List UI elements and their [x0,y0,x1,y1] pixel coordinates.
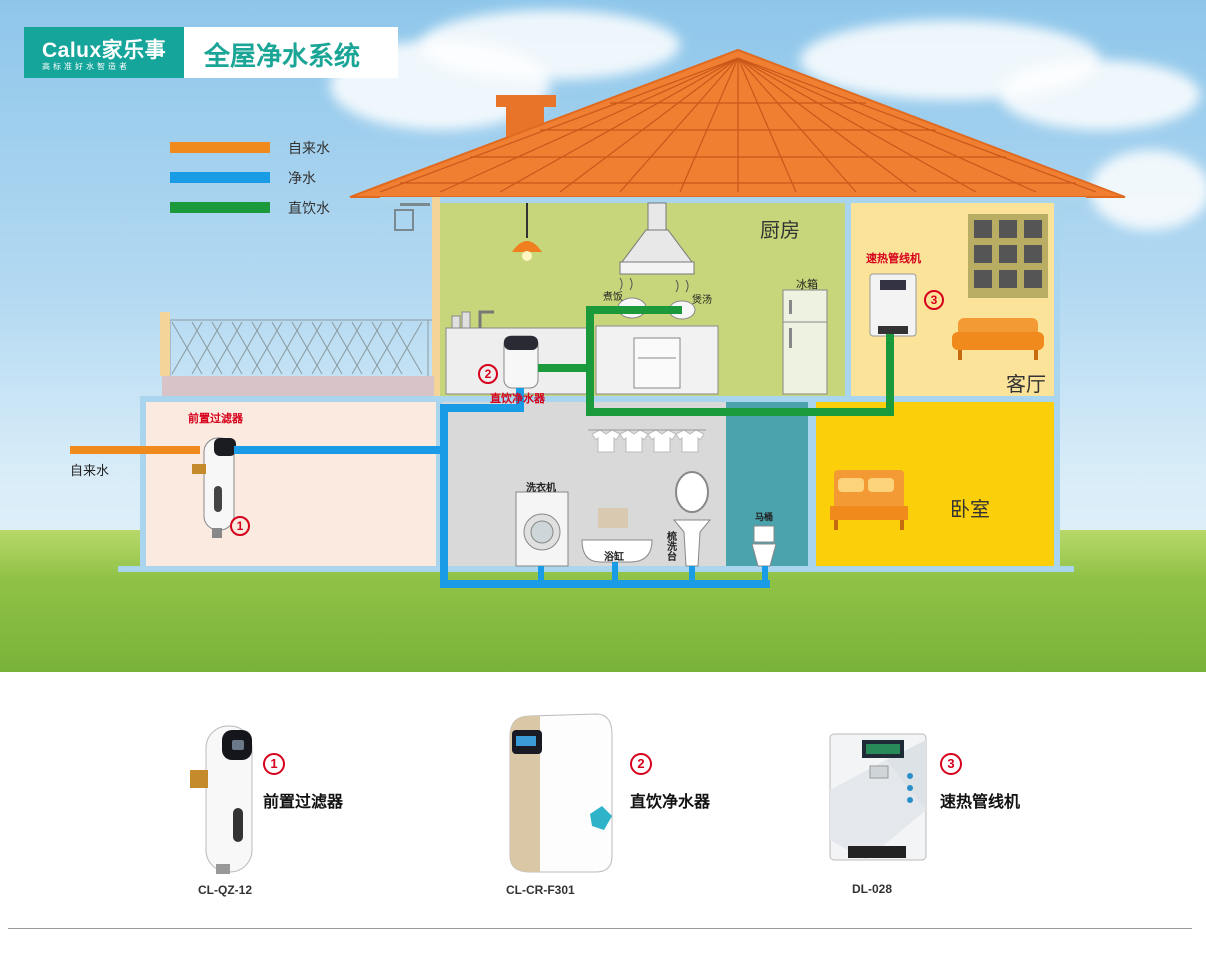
label-fridge: 冰箱 [796,278,818,291]
label-pre-filter: 前置过滤器 [188,412,243,425]
product-name-pre-filter: 前置过滤器 [263,792,344,811]
drinking-water-pipe [586,306,594,416]
heater-image [829,733,927,861]
product-name-heater: 速热管线机 [940,792,1021,811]
product-number-2: 2 [630,753,652,775]
room-label-living: 客厅 [1006,372,1046,396]
drinking-water-pipe [586,306,682,314]
drinking-water-pipe [886,334,894,416]
purified-water-pipe [689,566,695,582]
badge-2: 2 [478,364,498,384]
purifier-image [509,713,613,873]
purified-water-pipe [234,446,440,454]
legend-swatch-drinking [170,202,270,213]
drinking-water-pipe [538,364,590,372]
page-title: 全屋净水系统 [204,42,361,72]
label-cook-soup: 煲汤 [692,295,712,306]
bottom-divider [8,928,1192,929]
cloud [420,10,680,80]
product-model-heater: DL-028 [852,882,893,896]
product-number-3: 3 [940,753,962,775]
house-scene [0,0,1206,672]
legend-swatch-tap [170,142,270,153]
badge-1: 1 [230,516,250,536]
legend-label-tap: 自来水 [288,141,330,157]
label-purifier: 直饮净水器 [490,392,545,405]
house-illustration [118,48,1126,572]
purified-water-pipe [440,404,448,588]
product-model-purifier: CL-CR-F301 [506,883,575,897]
label-washbasin: 梳洗台 [667,532,677,563]
label-washer: 洗衣机 [526,483,556,494]
room-label-kitchen: 厨房 [760,218,800,242]
product-model-pre-filter: CL-QZ-12 [198,883,252,897]
label-toilet: 马桶 [755,513,774,523]
brand-header: Calux家乐事 高标准好水智造者 全屋净水系统 [24,27,398,78]
label-cook-rice: 煮饭 [603,292,623,303]
product-card-purifier[interactable]: 2 直饮净水器 CL-CR-F301 [500,710,730,910]
purified-water-pipe [538,566,544,582]
product-name-purifier: 直饮净水器 [630,792,711,811]
product-card-pre-filter[interactable]: 1 前置过滤器 CL-QZ-12 [180,720,380,910]
brand-name: Calux家乐事 [42,39,167,62]
brand-slogan: 高标准好水智造者 [42,62,130,71]
brand-logo: Calux家乐事 高标准好水智造者 [24,27,184,78]
room-label-bedroom: 卧室 [950,497,990,521]
legend-label-drinking: 直饮水 [288,201,330,217]
purified-water-pipe [762,566,768,582]
drinking-water-pipe [586,408,894,416]
purified-water-pipe [440,580,770,588]
purified-water-pipe [516,388,524,412]
legend-swatch-purified [170,172,270,183]
product-card-heater[interactable]: 3 速热管线机 DL-028 [826,730,1046,910]
cloud [1000,60,1200,130]
tap-water-pipe [70,446,200,454]
pre-filter-image [190,725,253,874]
legend-label-purified: 净水 [288,171,316,187]
product-number-1: 1 [263,753,285,775]
purified-water-pipe [612,562,618,582]
badge-3: 3 [924,290,944,310]
label-tap-water-inlet: 自来水 [70,464,110,479]
purified-water-pipe [440,404,524,412]
label-heater: 速热管线机 [866,252,921,265]
label-bathtub: 浴缸 [604,552,624,563]
